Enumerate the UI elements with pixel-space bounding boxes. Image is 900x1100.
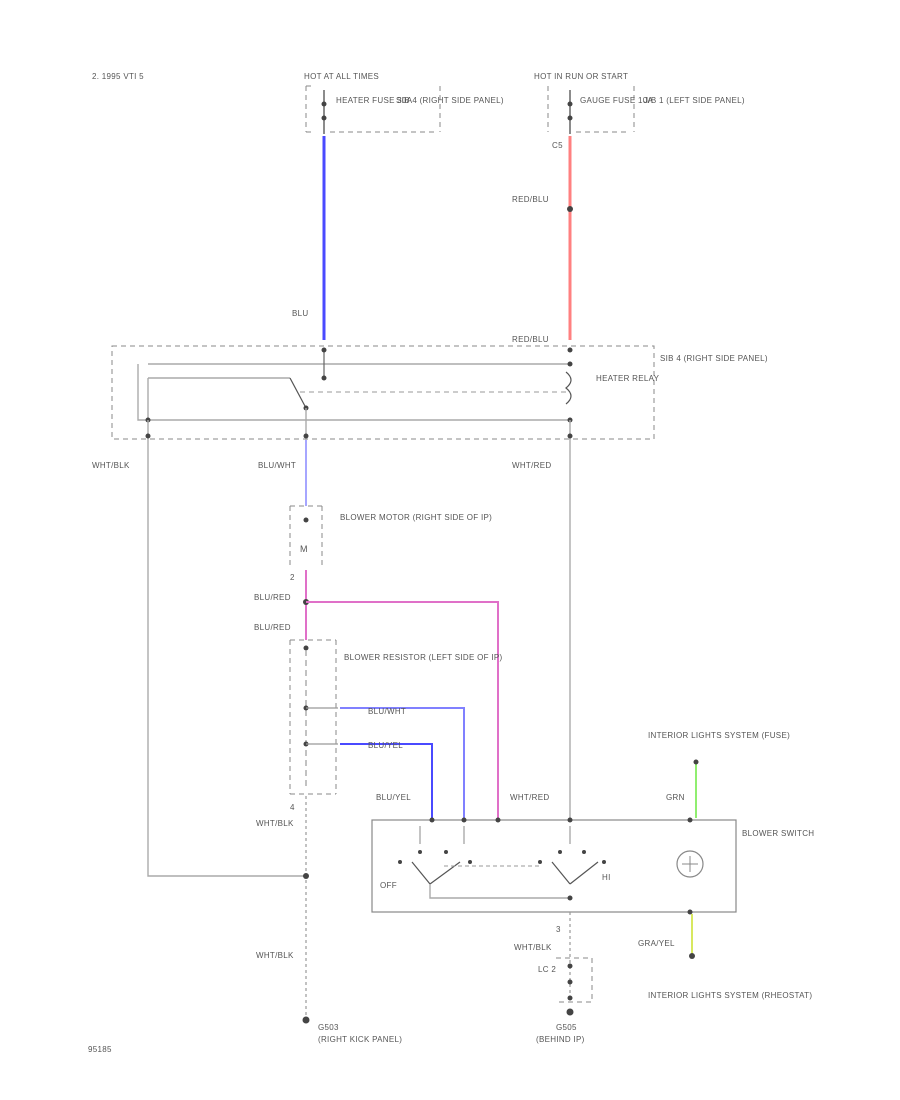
wire-label-wht-blk-3: WHT/BLK [256,951,294,960]
wire-label-blu-red-2: BLU/RED [254,623,291,632]
switch-off-label: OFF [380,881,397,890]
wire-label-blu-wht: BLU/WHT [258,461,296,470]
blower-switch: BLOWER SWITCH BLU/YEL WHT/RED OFF HI [371,793,814,915]
ground-right: G505 (BEHIND IP) [536,1008,585,1044]
heater-relay: HEATER RELAY SIB 4 (RIGHT SIDE PANEL) RE… [111,335,768,440]
fuse-left-label: HEATER FUSE 30A [336,96,413,105]
interior-lights-top: INTERIOR LIGHTS SYSTEM (FUSE) [648,731,790,740]
wire-label-red-blu: RED/BLU [512,195,549,204]
wire-label-gra-yel: GRA/YEL [638,939,675,948]
fuse-right-title: HOT IN RUN OR START [534,72,628,81]
wire-label-blu-yel-1: BLU/YEL [368,741,403,750]
fuse-right-label: GAUGE FUSE 10A [580,96,653,105]
wire-label-blu: BLU [292,309,308,318]
fuse-left-box-label: SIB 4 (RIGHT SIDE PANEL) [396,96,504,105]
diagram-footer-code: 95185 [88,1045,112,1054]
ground-right-id: G505 [556,1023,577,1032]
interior-lights-bottom: INTERIOR LIGHTS SYSTEM (RHEOSTAT) [648,991,812,1000]
svg-text:M: M [300,544,308,554]
heater-fuse-box: HOT AT ALL TIMES HEATER FUSE 30A SIB 4 (… [304,72,504,134]
blower-switch-label: BLOWER SWITCH [742,829,814,838]
blower-motor-label: BLOWER MOTOR (RIGHT SIDE OF IP) [340,513,492,522]
ground-right-location: (BEHIND IP) [536,1035,585,1044]
wire-wht-blk-return [147,440,306,877]
lc-connector: LC 2 [538,957,593,1003]
wire-label-wht-blk-left: WHT/BLK [92,461,130,470]
resistor-pin: 4 [290,803,295,812]
blower-resistor-label: BLOWER RESISTOR (LEFT SIDE OF IP) [344,653,503,662]
wire-label-blu-red-1: BLU/RED [254,593,291,602]
ground-left: G503 (RIGHT KICK PANEL) [302,1016,402,1044]
wire-label-blu-wht-2: BLU/WHT [368,707,406,716]
ground-left-location: (RIGHT KICK PANEL) [318,1035,402,1044]
motor-pin: 2 [290,573,295,582]
ground-left-id: G503 [318,1023,339,1032]
wire-label-wht-blk-2: WHT/BLK [256,819,294,828]
wire-label-wht-red-2: WHT/RED [510,793,549,802]
wire-label-blu-yel-2: BLU/YEL [376,793,411,802]
wire-label-wht-blk-4: WHT/BLK [514,943,552,952]
fuse-right-box-label: J/B 1 (LEFT SIDE PANEL) [644,96,745,105]
relay-top-wire-label: RED/BLU [512,335,549,344]
wire-blu-wht-2 [340,707,465,818]
fuse-right-connector: C5 [552,141,563,150]
blower-resistor: BLOWER RESISTOR (LEFT SIDE OF IP) [289,639,503,795]
gauge-fuse-box: HOT IN RUN OR START GAUGE FUSE 10A J/B 1… [534,72,745,150]
wire-label-wht-red: WHT/RED [512,461,551,470]
wire-blu-red-hi [306,601,499,818]
heater-relay-label: HEATER RELAY [596,374,660,383]
lc-label: LC 2 [538,965,556,974]
wire-blu-yel-1 [340,743,433,818]
switch-ground-pin: 3 [556,925,561,934]
blower-motor: BLOWER MOTOR (RIGHT SIDE OF IP) M [289,505,492,568]
diagram-header: 2. 1995 VTI 5 [92,72,144,81]
fuse-left-title: HOT AT ALL TIMES [304,72,379,81]
wire-label-grn: GRN [666,793,685,802]
heater-relay-location: SIB 4 (RIGHT SIDE PANEL) [660,354,768,363]
switch-hi-label: HI [602,873,611,882]
